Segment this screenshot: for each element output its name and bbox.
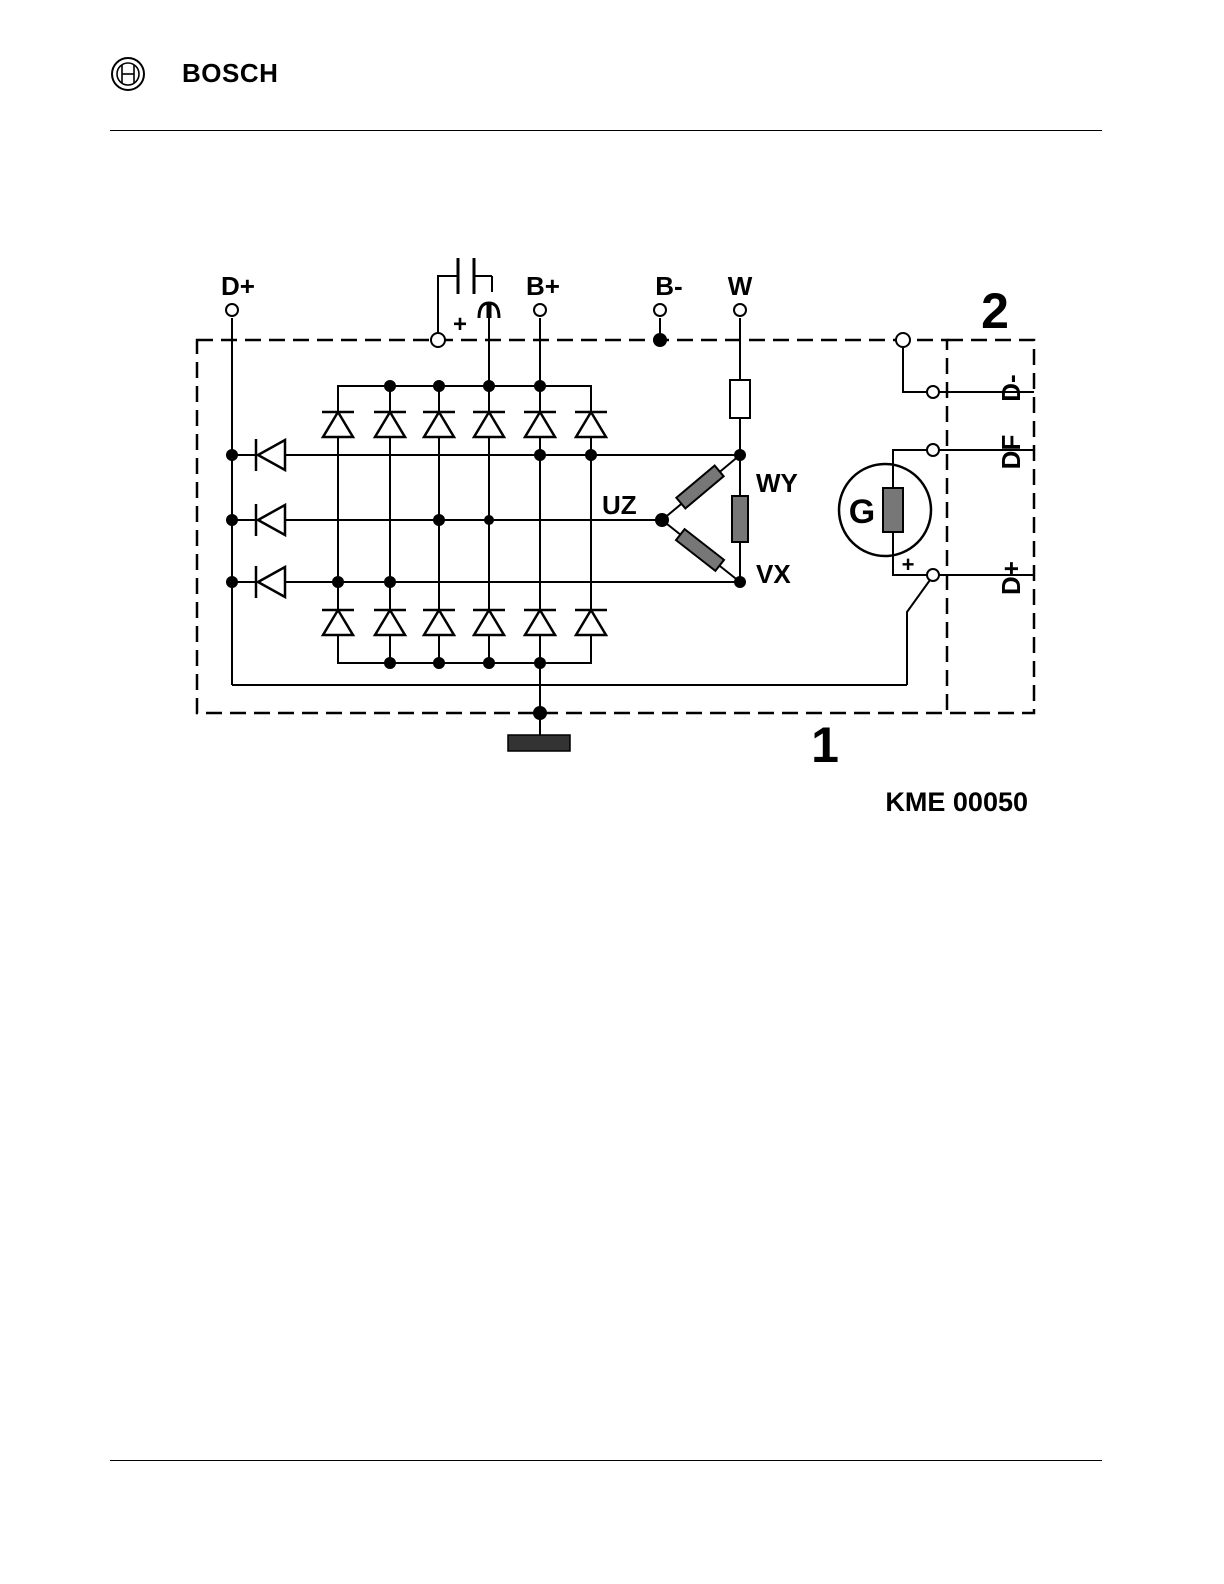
terminal-b-plus-label: B+ <box>526 271 560 301</box>
generator-label: G <box>849 493 875 531</box>
junction-dots <box>226 333 746 720</box>
winding-uz-label: UZ <box>602 490 637 520</box>
region-1-label: 1 <box>811 717 839 773</box>
positive-diodes <box>322 408 607 440</box>
terminal-d-minus-label: D- <box>996 374 1026 401</box>
ground-bar <box>508 735 570 751</box>
terminal-d-plus-top-label: D+ <box>221 271 255 301</box>
terminal-d-plus-right-label: D+ <box>996 561 1026 595</box>
terminal-w-label: W <box>728 271 753 301</box>
figure-code: KME 00050 <box>885 787 1028 817</box>
exciter-diodes <box>256 439 285 598</box>
winding-wy-label: WY <box>756 468 798 498</box>
terminal-b-minus-label: B- <box>655 271 682 301</box>
regulator-plus-label: + <box>902 552 915 577</box>
w-resistor <box>730 380 750 418</box>
stator-windings <box>676 466 748 571</box>
region-2-label: 2 <box>981 283 1009 339</box>
negative-diodes <box>322 606 607 638</box>
terminal-df-label: DF <box>996 435 1026 470</box>
terminal-circles <box>226 304 939 581</box>
housing-frame <box>197 340 1034 713</box>
capacitor-plus-label: + <box>453 311 467 338</box>
winding-vx-label: VX <box>756 559 791 589</box>
